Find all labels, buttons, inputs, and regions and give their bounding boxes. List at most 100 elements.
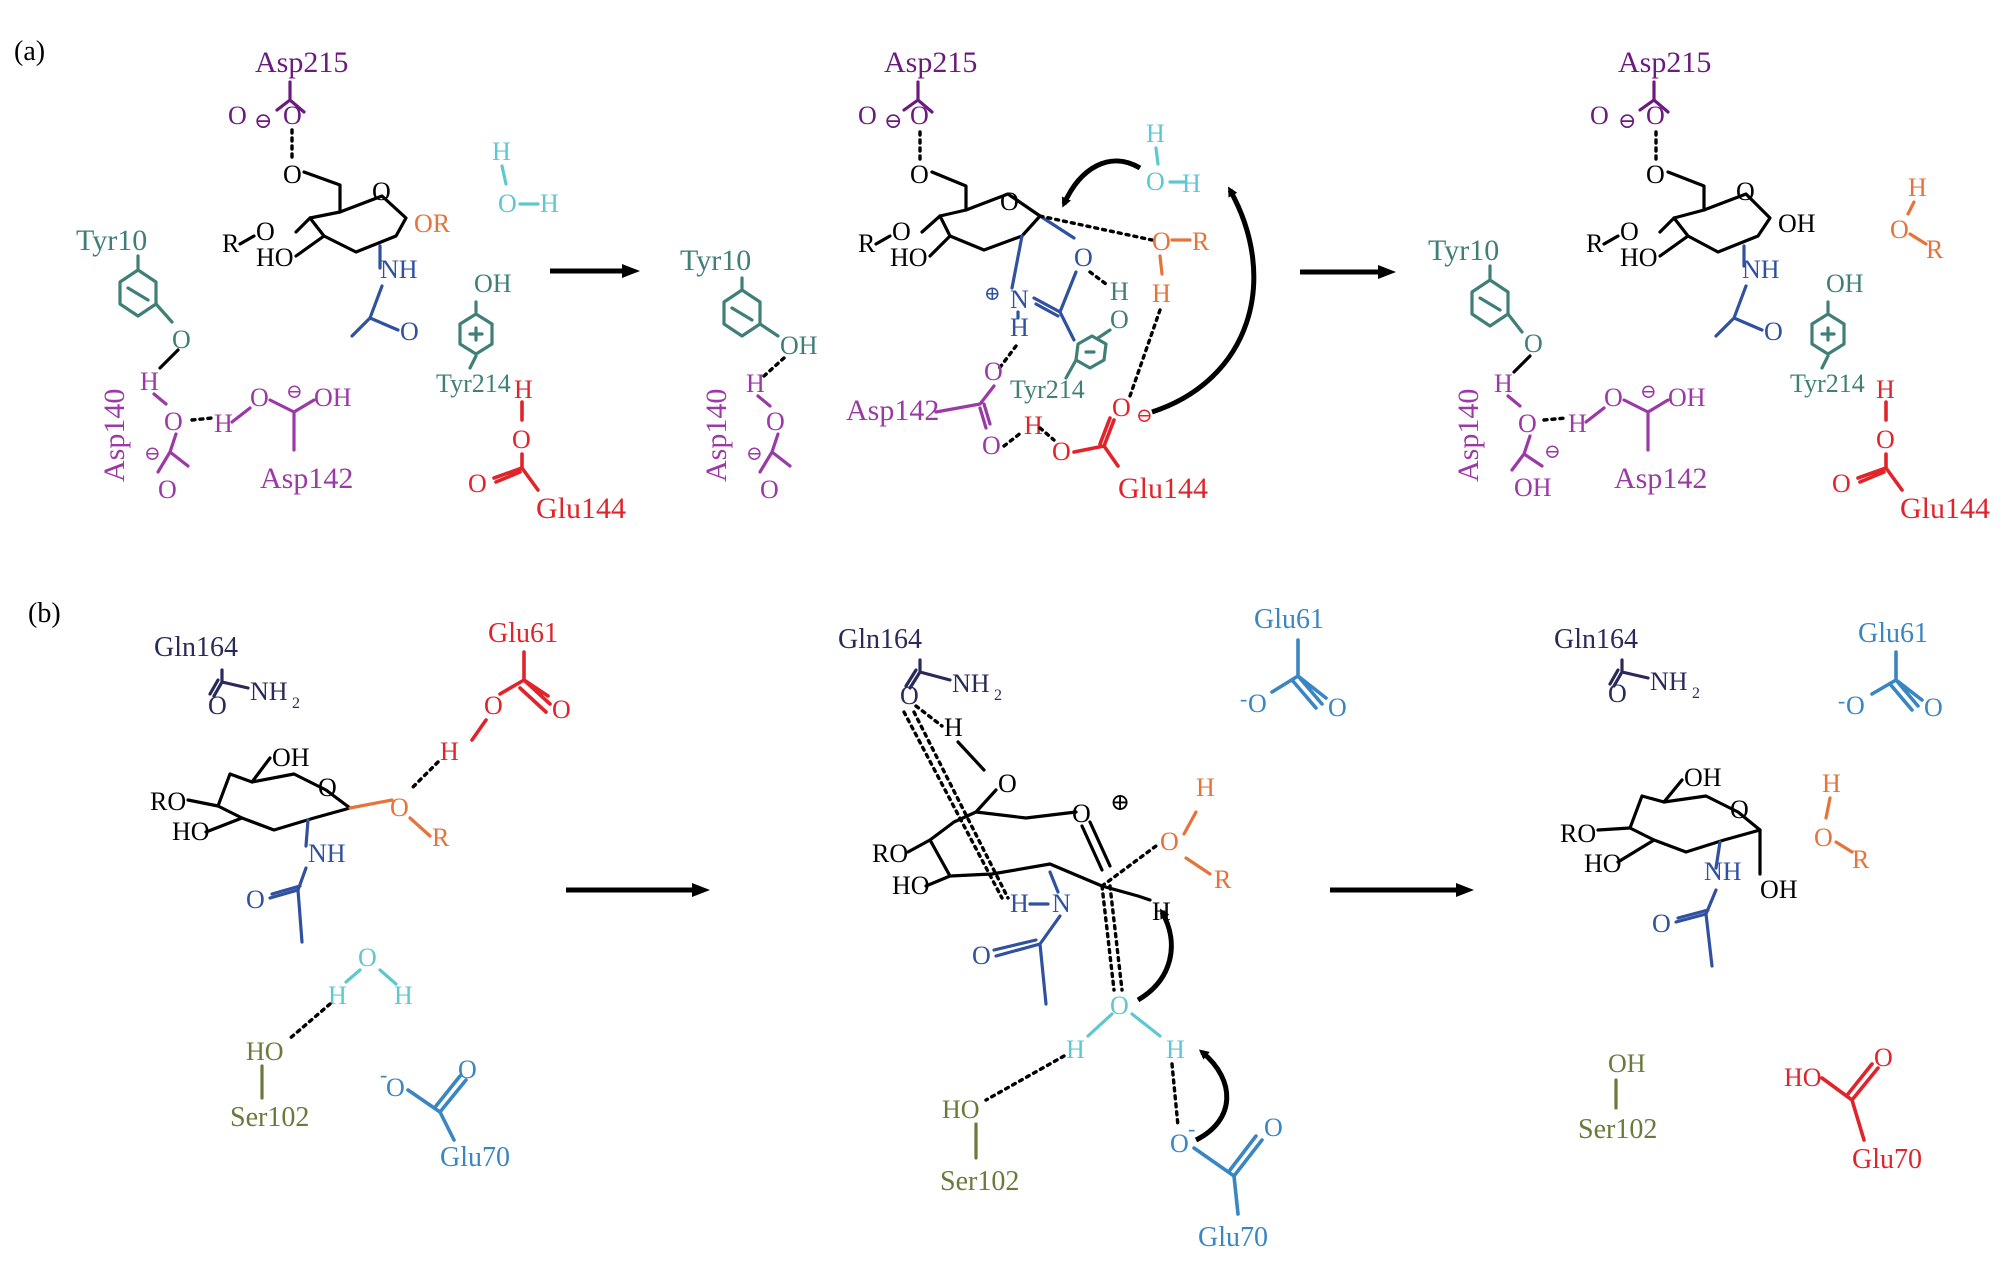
ts-tyr214-label: Tyr214 bbox=[1010, 375, 1085, 404]
ts-glu70-label: Glu70 bbox=[1198, 1222, 1268, 1253]
p-asp142-o1: O bbox=[1604, 383, 1623, 412]
asp142-oh: OH bbox=[314, 383, 352, 412]
p-ser102-label: Ser102 bbox=[1578, 1114, 1657, 1145]
panel-b-stage-2: Gln164 O NH 2 H O O ⊕ RO HO H O H R N H … bbox=[838, 604, 1347, 1253]
asp215-o1: O bbox=[228, 101, 247, 130]
ts-glu61-label: Glu61 bbox=[1254, 604, 1324, 635]
glu144-h: H bbox=[514, 375, 533, 404]
p-sugar-nh: NH bbox=[1742, 255, 1780, 284]
ts-lg-h: H bbox=[1152, 279, 1171, 308]
b-ser102-label: Ser102 bbox=[230, 1102, 309, 1133]
ts-glu61-o2: O bbox=[1328, 693, 1347, 722]
p-asp140-charge: ⊖ bbox=[1544, 441, 1561, 463]
asp140-h: H bbox=[140, 367, 159, 396]
p-b-ho: HO bbox=[1584, 849, 1622, 878]
ts-sugar-o4: O bbox=[892, 217, 911, 246]
ts-gln164-nh: NH bbox=[952, 669, 990, 698]
p-glu61-o2: O bbox=[1924, 693, 1943, 722]
p-b-oh1: OH bbox=[1760, 875, 1798, 904]
b-glu61-label: Glu61 bbox=[488, 618, 558, 649]
ts-ring-ro: RO bbox=[872, 839, 908, 868]
asp142-o1: O bbox=[250, 383, 269, 412]
ts-sugar-ho: HO bbox=[890, 243, 928, 272]
glu144-o2: O bbox=[468, 469, 487, 498]
p-roh-o: O bbox=[1890, 215, 1909, 244]
b-glu61-o2: O bbox=[552, 695, 571, 724]
p-glu61-o1: O bbox=[1846, 691, 1865, 720]
ts-nh-h: H bbox=[1010, 889, 1029, 918]
tyr10-o: O bbox=[172, 325, 191, 354]
asp215-o2: O bbox=[283, 101, 302, 130]
ts-water-h2: H bbox=[1182, 169, 1201, 198]
asp140-o1: O bbox=[164, 407, 183, 436]
glu144-label: Glu144 bbox=[536, 492, 626, 525]
asp140-label: Asp140 bbox=[98, 389, 131, 482]
ts-oxaz-plus: ⊕ bbox=[984, 283, 1001, 305]
ts-gln164-sub: 2 bbox=[994, 687, 1002, 704]
p-roh-h: H bbox=[1908, 173, 1927, 202]
ts-asp140-charge: ⊖ bbox=[746, 443, 763, 465]
panel-a-label: (a) bbox=[14, 36, 45, 67]
ts-oxaz-nh: H bbox=[1010, 313, 1029, 342]
p-acetamido-o: O bbox=[1764, 317, 1783, 346]
sugar-or: OR bbox=[414, 209, 451, 238]
ts-sugar-o6: O bbox=[910, 160, 929, 189]
p-asp142-oh: OH bbox=[1668, 383, 1706, 412]
ts-nh-n: N bbox=[1052, 889, 1071, 918]
ts-tyr214-h: H bbox=[1110, 277, 1129, 306]
p-glu70-label: Glu70 bbox=[1852, 1144, 1922, 1175]
ts-ser102-label: Ser102 bbox=[940, 1166, 1019, 1197]
p-sugar-o6: O bbox=[1646, 160, 1665, 189]
ts-acetamido-o-b: O bbox=[972, 941, 991, 970]
p-b-ro: RO bbox=[1560, 819, 1596, 848]
asp215-charge: ⊖ bbox=[254, 108, 272, 133]
p-glu144-o2: O bbox=[1832, 469, 1851, 498]
b-glu61-o1: O bbox=[484, 691, 503, 720]
asp140-o2: O bbox=[158, 475, 177, 504]
ts-asp140-h: H bbox=[746, 369, 765, 398]
b-gln164-nh: NH bbox=[250, 677, 288, 706]
ts-glu70-minus: - bbox=[1188, 1116, 1195, 1141]
p-asp140-o1: O bbox=[1518, 409, 1537, 438]
ts-asp215-o1: O bbox=[858, 101, 877, 130]
b-ring-o: O bbox=[318, 773, 337, 802]
p-asp142-label: Asp142 bbox=[1614, 462, 1707, 495]
ts-sugar-r: R bbox=[858, 229, 876, 258]
ts-glu144-label: Glu144 bbox=[1118, 472, 1208, 505]
p-tyr10-label: Tyr10 bbox=[1428, 234, 1499, 267]
ts-glu61-o1: O bbox=[1248, 689, 1267, 718]
ts-ring-ho: HO bbox=[892, 871, 930, 900]
b-water-h1: H bbox=[328, 981, 347, 1010]
p-glu144-h: H bbox=[1876, 375, 1895, 404]
p-sugar-oh: OH bbox=[1778, 209, 1816, 238]
panel-a-stage-3: Asp215 O ⊖ O O O R O HO OH NH O H O R Ty… bbox=[1428, 46, 1990, 525]
acetamido-o: O bbox=[400, 317, 419, 346]
sugar-r: R bbox=[222, 229, 240, 258]
p-gln164-nh: NH bbox=[1650, 667, 1688, 696]
p-glu70-ho: HO bbox=[1784, 1063, 1822, 1092]
ts-lg-r-b: R bbox=[1214, 865, 1232, 894]
p-b-roh-r: R bbox=[1852, 845, 1870, 874]
ts-lg-o-b: O bbox=[1160, 827, 1179, 856]
ts-ring-plus: ⊕ bbox=[1110, 790, 1130, 816]
panel-b-stage-1: Gln164 O NH 2 Glu61 O O H OH O RO HO O R… bbox=[150, 618, 571, 1173]
ts-glu70-o2: O bbox=[1264, 1113, 1283, 1142]
ts-asp215-o2: O bbox=[910, 101, 929, 130]
p-sugar-r: R bbox=[1586, 229, 1604, 258]
ts-asp142-label: Asp142 bbox=[846, 394, 939, 427]
sugar-nh: NH bbox=[380, 255, 418, 284]
ts-asp140-o2: O bbox=[760, 475, 779, 504]
p-sugar-ho: HO bbox=[1620, 243, 1658, 272]
water-h2: H bbox=[540, 189, 559, 218]
ts-water-h2-b: H bbox=[1166, 1035, 1185, 1064]
panel-b-stage-3: Gln164 O NH 2 Glu61 O - O OH O RO HO OH … bbox=[1554, 618, 1943, 1175]
p-b-oh6: OH bbox=[1684, 763, 1722, 792]
b-glu70-minus: - bbox=[380, 1062, 387, 1087]
p-roh-r: R bbox=[1926, 235, 1944, 264]
tyr10-label: Tyr10 bbox=[76, 224, 147, 257]
ts-ser102-ho: HO bbox=[942, 1095, 980, 1124]
b-glu61-h: H bbox=[440, 737, 459, 766]
ts-ring-o: O bbox=[1000, 187, 1019, 216]
b-acetamido-o: O bbox=[246, 885, 265, 914]
